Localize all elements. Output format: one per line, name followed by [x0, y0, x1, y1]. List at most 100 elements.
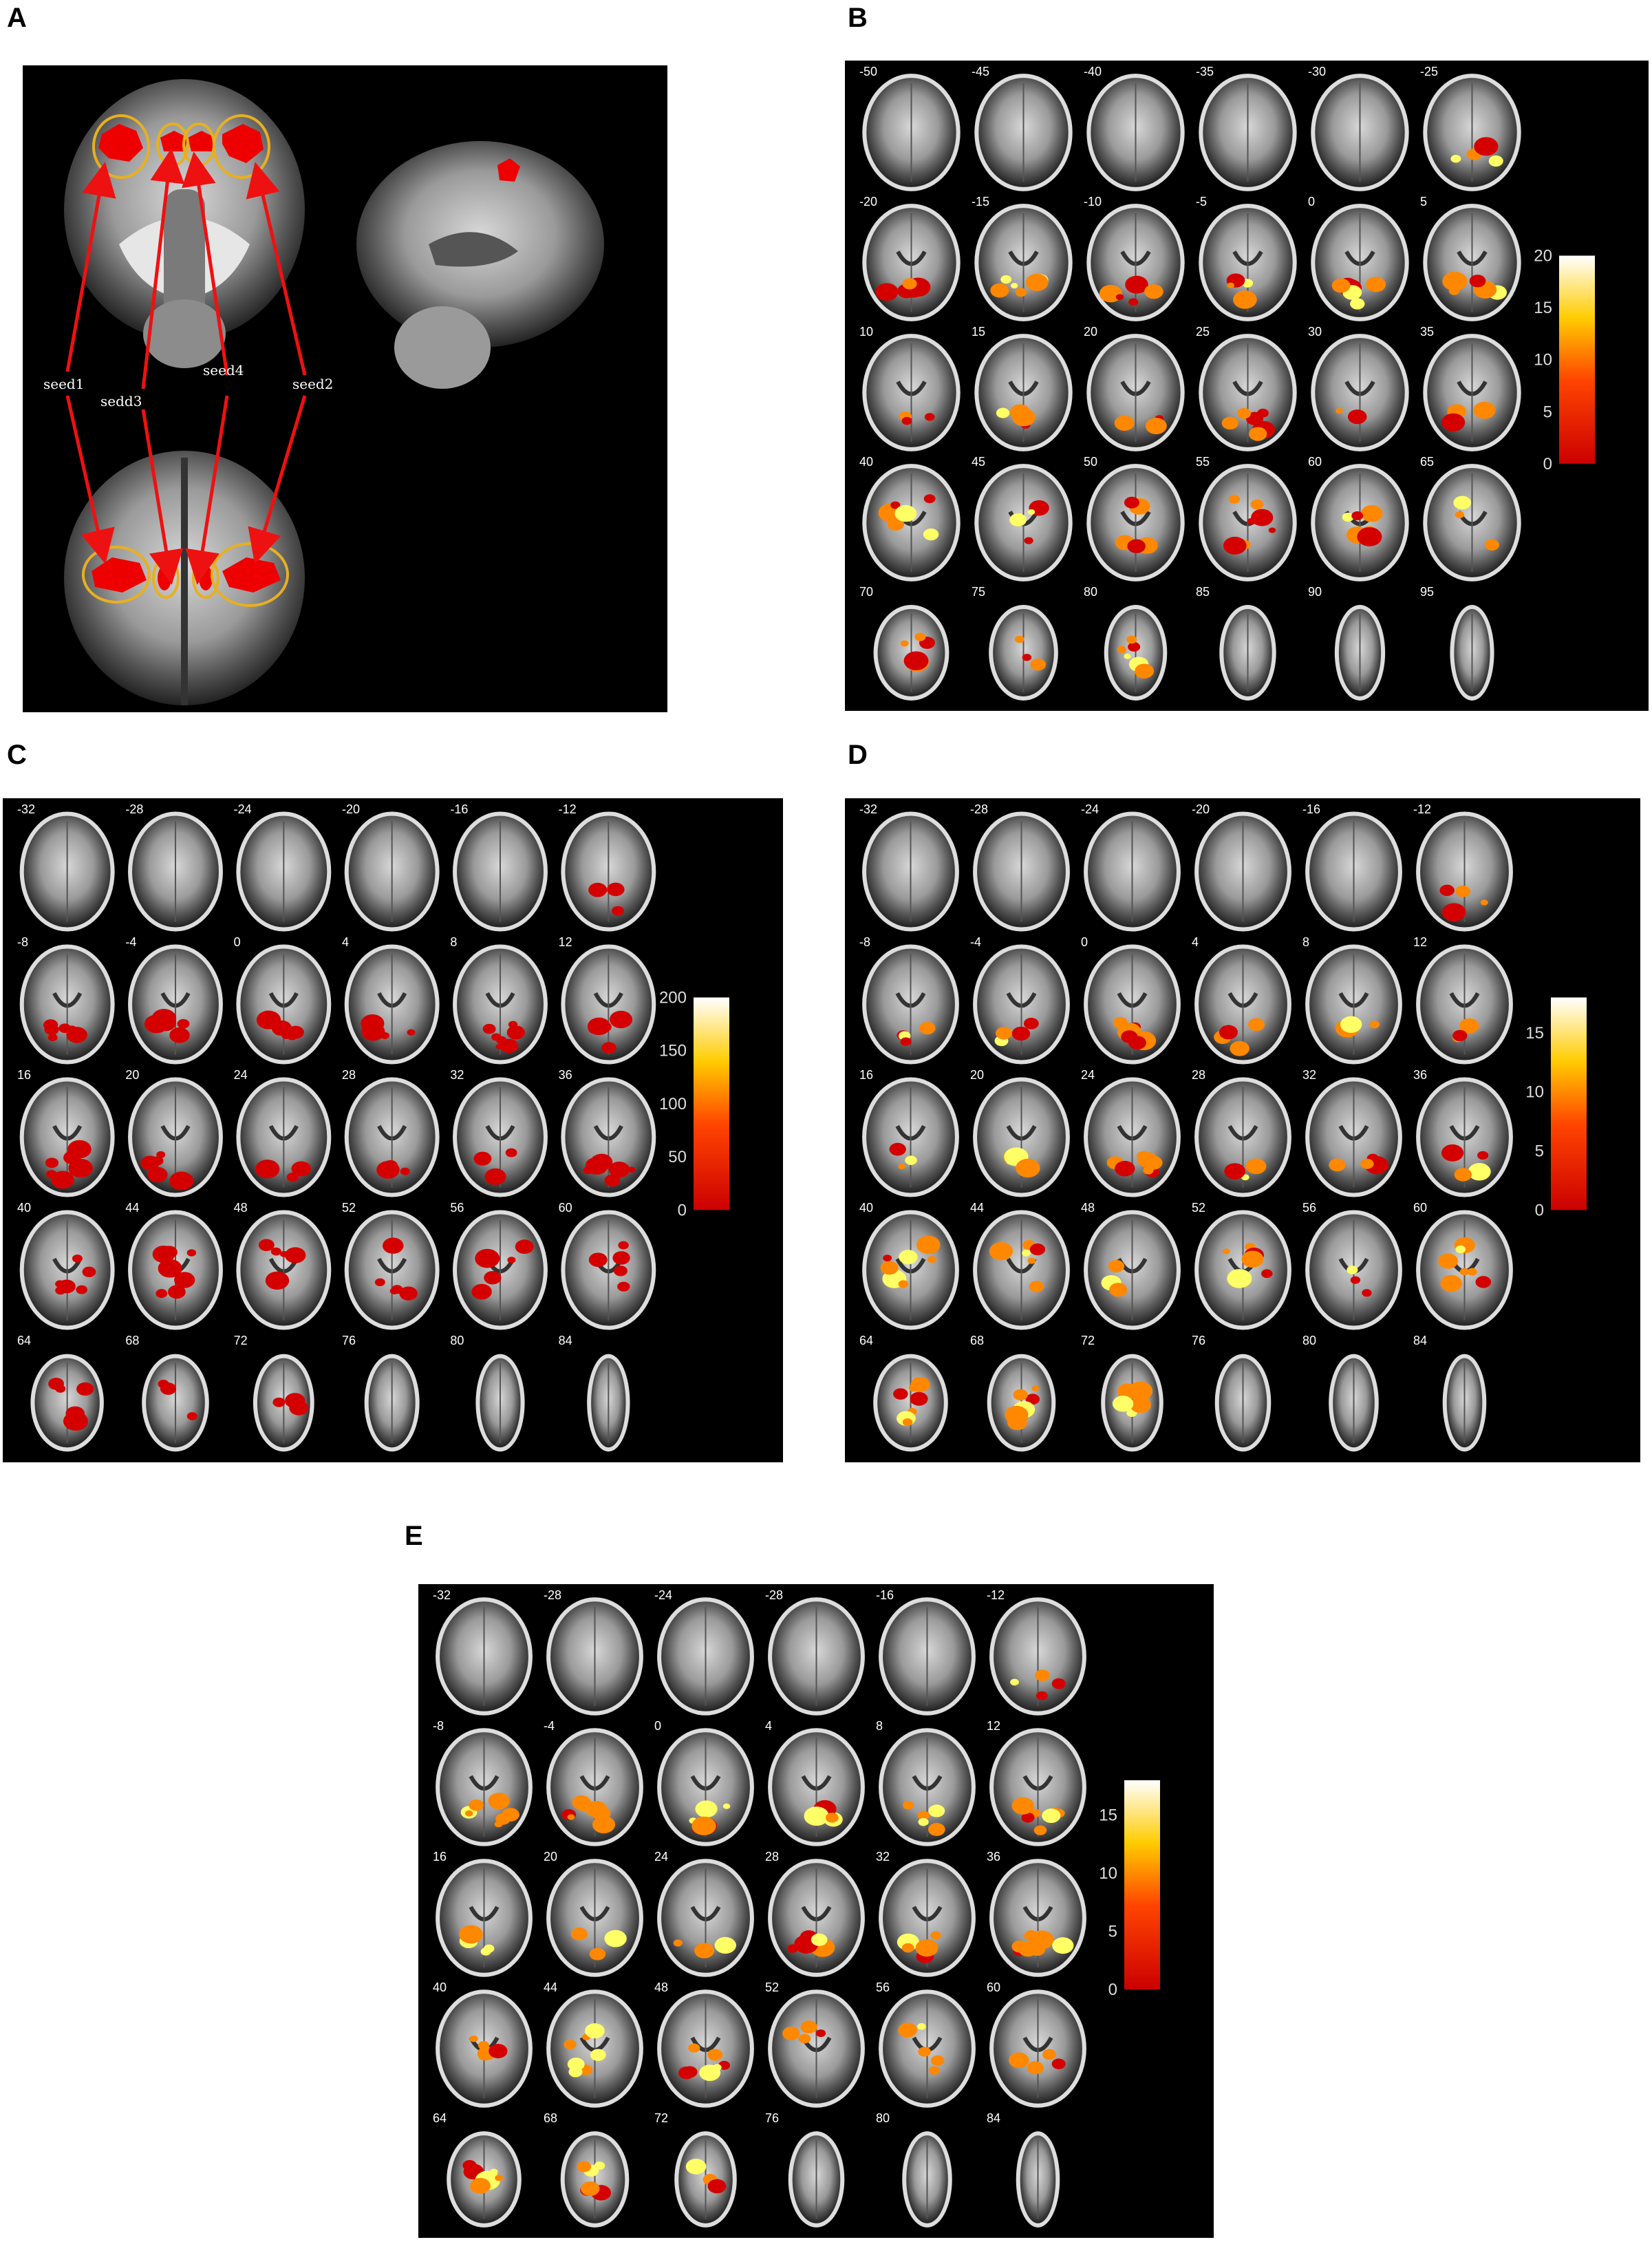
brain-slice — [873, 1354, 948, 1452]
slice-label: 16 — [433, 1850, 447, 1864]
activation-blob — [57, 1279, 76, 1294]
slice-label: 70 — [859, 585, 873, 599]
slice-label: -24 — [234, 802, 252, 816]
activation-blob — [1112, 1396, 1134, 1412]
activation-blob — [1442, 271, 1468, 291]
activation-blob — [68, 1158, 93, 1178]
brain-slice — [862, 74, 961, 191]
brain-slice — [768, 1728, 865, 1846]
activation-blob — [470, 2177, 491, 2194]
activation-blob — [1009, 513, 1027, 526]
brain-slice — [989, 1597, 1086, 1716]
brain-slice — [1086, 334, 1185, 451]
activation-blob — [1450, 154, 1461, 163]
activation-blob — [1439, 884, 1455, 897]
activation-blob — [1441, 1144, 1464, 1162]
brain-slice — [974, 204, 1073, 321]
activation-blob — [917, 2023, 926, 2030]
slice-label: 30 — [1308, 325, 1322, 339]
slice-label: 15 — [972, 325, 985, 339]
activation-blob — [1121, 1030, 1138, 1043]
brain-slice — [236, 1077, 332, 1197]
brain-slice — [364, 1354, 420, 1452]
panel-a-seed-regions: seed1 sedd3 seed4 seed2 — [23, 65, 667, 712]
activation-blob — [361, 1023, 385, 1041]
activation-blob — [1144, 284, 1163, 299]
activation-blob — [1029, 1243, 1046, 1256]
activation-blob — [1027, 1257, 1036, 1264]
activation-blob — [484, 1271, 502, 1285]
brain-slice — [974, 74, 1073, 191]
activation-blob — [289, 1400, 309, 1416]
activation-blob — [186, 1249, 197, 1257]
colorbar-tick: 50 — [668, 1148, 687, 1166]
activation-blob — [1224, 1163, 1246, 1179]
activation-blob — [500, 1038, 519, 1054]
slice-label: 80 — [1302, 1334, 1316, 1347]
slice-label: 16 — [859, 1068, 873, 1082]
activation-blob — [155, 1289, 168, 1299]
brain-slice — [546, 1989, 643, 2108]
brain-slice — [560, 2131, 630, 2228]
activation-blob — [1467, 1268, 1477, 1276]
activation-blob — [1335, 408, 1343, 414]
activation-blob — [1227, 1269, 1252, 1288]
activation-blob — [459, 1925, 483, 1944]
activation-blob — [1036, 1691, 1048, 1700]
brain-slice — [546, 1597, 643, 1716]
activation-blob — [1022, 1249, 1031, 1257]
activation-blob — [903, 651, 929, 671]
colorbar — [694, 997, 729, 1210]
slice-label: 56 — [1302, 1201, 1316, 1215]
activation-blob — [1024, 537, 1033, 544]
activation-blob — [928, 2066, 940, 2075]
activation-blob — [1124, 496, 1139, 509]
activation-blob — [507, 1257, 516, 1263]
brain-slice — [657, 1597, 754, 1716]
slice-label: -32 — [433, 1588, 451, 1602]
brain-slice — [674, 2131, 737, 2228]
slice-label: 5 — [1420, 195, 1427, 209]
brain-slice — [1084, 944, 1181, 1065]
activation-blob — [883, 1255, 892, 1262]
colorbar — [1124, 1780, 1160, 1989]
brain-slice — [879, 1859, 976, 1977]
slice-label: 40 — [433, 1981, 447, 1994]
brain-slice — [1104, 604, 1168, 701]
slice-label: 36 — [1413, 1068, 1427, 1082]
colorbar-tick: 15 — [1525, 1024, 1544, 1043]
activation-blob — [688, 2043, 700, 2053]
activation-blob — [265, 1271, 290, 1290]
activation-blob — [875, 283, 899, 301]
activation-blob — [617, 1281, 630, 1292]
activation-blob — [577, 2161, 592, 2172]
slice-label: 35 — [1420, 325, 1434, 339]
activation-blob — [990, 283, 1009, 298]
activation-blob — [1331, 278, 1351, 293]
slice-label: 60 — [987, 1981, 1000, 1994]
activation-blob — [160, 1382, 177, 1395]
slice-label: 32 — [1302, 1068, 1316, 1082]
activation-blob — [825, 1813, 839, 1823]
brain-slice — [1416, 811, 1513, 932]
brain-slice — [436, 1597, 533, 1716]
brain-slice — [1016, 2131, 1060, 2228]
activation-blob — [471, 1283, 492, 1300]
slice-label: -28 — [544, 1588, 561, 1602]
brain-slice — [1416, 1077, 1513, 1197]
activation-blob — [572, 1795, 591, 1810]
brain-slice — [862, 944, 959, 1065]
activation-blob — [1250, 499, 1264, 510]
activation-blob — [564, 2039, 577, 2049]
activation-blob — [399, 1286, 418, 1301]
slice-label: 52 — [1192, 1201, 1205, 1215]
activation-blob — [1488, 155, 1503, 167]
activation-blob — [1480, 899, 1488, 906]
colorbar-tick: 20 — [1534, 247, 1552, 266]
slice-label: -8 — [859, 935, 870, 949]
activation-blob — [1347, 1266, 1358, 1274]
activation-blob — [1329, 1158, 1346, 1172]
